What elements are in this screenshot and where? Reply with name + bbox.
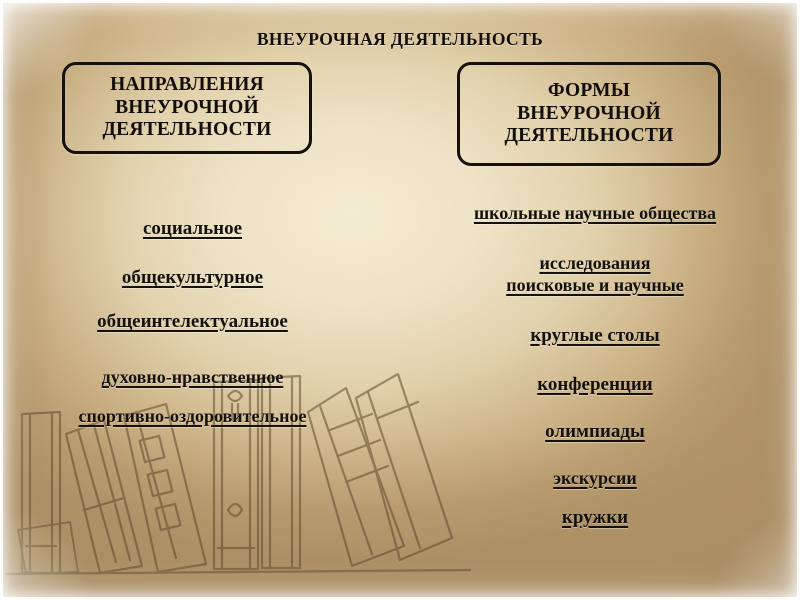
right-heading-line-2: ВНЕУРОЧНОЙ (517, 102, 661, 124)
left-list-item-1-label: социальное (142, 218, 243, 239)
left-list-item-3: общеинтелектуальное (0, 311, 385, 333)
left-list-item-1: социальное (0, 218, 385, 240)
right-list-item-7-label: кружки (561, 507, 629, 528)
right-list-item-5-label: олимпиады (545, 421, 645, 442)
right-list-item-7: кружки (390, 507, 800, 529)
left-list-item-5: спортивно-оздоровительное (0, 406, 385, 427)
right-heading-line-3: ДЕЯТЕЛЬНОСТИ (504, 125, 674, 147)
right-list-item-3: круглые столы (390, 325, 800, 347)
right-list-item-4-label: конференции (537, 374, 653, 395)
page-title: ВНЕУРОЧНАЯ ДЕЯТЕЛЬНОСТЬ (256, 29, 544, 49)
left-list-item-4: духовно-нравственное (0, 367, 385, 388)
left-list-item-2-label: общекультурное (121, 267, 264, 288)
left-list-item-3-label: общеинтелектуальное (97, 311, 288, 332)
right-list-item-3-label: круглые столы (530, 325, 660, 346)
left-list-item-2: общекультурное (0, 267, 385, 289)
right-heading-line-1: ФОРМЫ (547, 79, 631, 101)
left-heading-line-2: ВНЕУРОЧНОЙ (115, 96, 259, 118)
right-list-item-1: школьные научные общества (390, 203, 800, 224)
right-panel-heading-box: ФОРМЫ ВНЕУРОЧНОЙ ДЕЯТЕЛЬНОСТИ (457, 62, 721, 166)
left-heading-line-3: ДЕЯТЕЛЬНОСТИ (102, 119, 272, 141)
left-heading-line-1: НАПРАВЛЕНИЯ (110, 73, 264, 95)
right-list-item-4: конференции (390, 374, 800, 396)
left-list-item-5-label: спортивно-оздоровительное (78, 406, 307, 426)
right-list-item-6-label: экскурсии (553, 468, 637, 488)
right-list-item-2-label-line-2: поисковые и научные (506, 275, 684, 295)
left-panel-heading-box: НАПРАВЛЕНИЯ ВНЕУРОЧНОЙ ДЕЯТЕЛЬНОСТИ (62, 62, 312, 154)
right-list-item-6: экскурсии (390, 468, 800, 489)
right-list-item-5: олимпиады (390, 421, 800, 443)
left-list-item-4-label: духовно-нравственное (101, 367, 284, 387)
right-list-item-2-label: исследования (539, 253, 651, 273)
right-list-item-1-label: школьные научные общества (473, 203, 717, 223)
